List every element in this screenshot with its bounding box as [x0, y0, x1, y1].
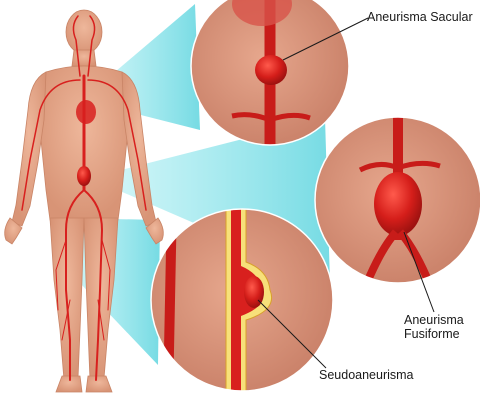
left-arm [12, 72, 46, 226]
fusiforme-bulge [374, 172, 422, 236]
heart [76, 100, 96, 124]
neck [72, 50, 96, 66]
label-fusiforme: Aneurisma Fusiforme [404, 313, 464, 341]
label-sacular: Aneurisma Sacular [367, 10, 473, 24]
head [66, 10, 102, 54]
label-fusiforme-line1: Aneurisma [404, 313, 464, 327]
label-fusiforme-line2: Fusiforme [404, 327, 464, 341]
abdominal-aneurysm [77, 166, 91, 186]
right-foot [86, 376, 112, 392]
vessel-seudo-left [168, 200, 172, 397]
label-seudo: Seudoaneurisma [319, 368, 414, 382]
sacular-bulge [255, 55, 287, 85]
circle-sacular [191, 0, 349, 150]
circle-fusiforme [315, 110, 480, 290]
